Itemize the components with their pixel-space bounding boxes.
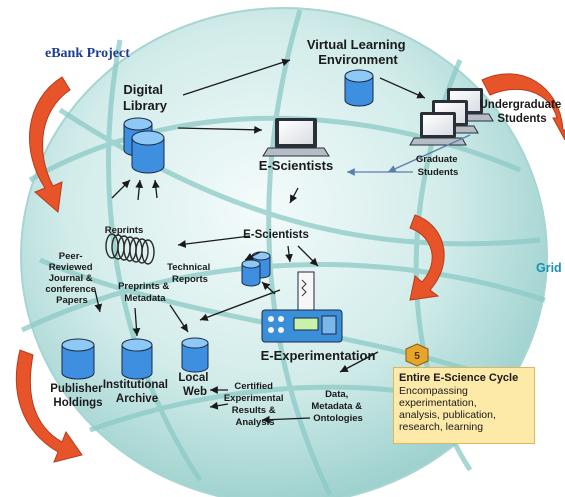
label-certified: Certified Experimental Results & Analysi…: [224, 381, 286, 428]
cycle-note: Entire E-Science Cycle Encompassing expe…: [393, 367, 535, 444]
red-arrow-bottom-left: [15, 349, 83, 463]
label-publisher: Publisher Holdings: [50, 383, 106, 409]
label-escientists-top: E-Scientists: [259, 158, 333, 173]
laptop-icon-graduate-2: [409, 112, 467, 146]
laptop-icon-escientists: [262, 118, 330, 157]
red-arrow-top-left: [29, 76, 71, 213]
database-icon-vle: [344, 69, 374, 107]
flow-arrows: [94, 58, 471, 424]
page-title: eBank Project: [45, 46, 130, 61]
note-line: research, learning: [399, 421, 484, 433]
label-vle: Virtual Learning Environment: [307, 37, 409, 67]
label-preprints: Preprints & Metadata: [118, 281, 172, 304]
label-institutional: Institutional Archive: [103, 379, 171, 405]
cycle-arrows: [15, 73, 565, 463]
label-undergrad: Undergraduate Students: [480, 99, 565, 125]
note-line: Encompassing: [399, 385, 468, 397]
label-digital-library: Digital Library: [123, 82, 168, 113]
spring-icon-reprints: [105, 233, 155, 265]
database-icon-escientists: [241, 251, 271, 287]
note-line: experimentation,: [399, 397, 477, 409]
label-data: Data, Metadata & Ontologies: [311, 389, 364, 424]
label-technical-reports: Technical Reports: [167, 262, 213, 285]
note-line: analysis, publication,: [399, 409, 496, 421]
label-peer-reviewed: Peer- Reviewed Journal & conference Pape…: [45, 251, 98, 306]
red-arrow-center-right: [409, 214, 445, 301]
label-local-web: Local Web: [178, 372, 211, 398]
label-escientists-mid: E-Scientists: [243, 229, 309, 241]
label-eexperimentation: E-Experimentation: [261, 348, 376, 363]
database-icon-digital-library: [123, 117, 165, 174]
database-icon-local-web: [181, 337, 209, 373]
database-icon-publisher: [61, 338, 95, 380]
note-title: Entire E-Science Cycle: [399, 372, 519, 384]
label-graduate: Graduate Students: [416, 154, 460, 178]
database-icon-institutional: [121, 338, 153, 380]
instrument-icon-eexperimentation: [261, 271, 343, 343]
grid-label: Grid: [536, 261, 562, 275]
label-reprints: Reprints: [105, 225, 144, 236]
step-badge-number: 5: [414, 351, 420, 362]
red-arrow-top-right: [481, 73, 565, 141]
step-badge: 5: [405, 343, 429, 367]
